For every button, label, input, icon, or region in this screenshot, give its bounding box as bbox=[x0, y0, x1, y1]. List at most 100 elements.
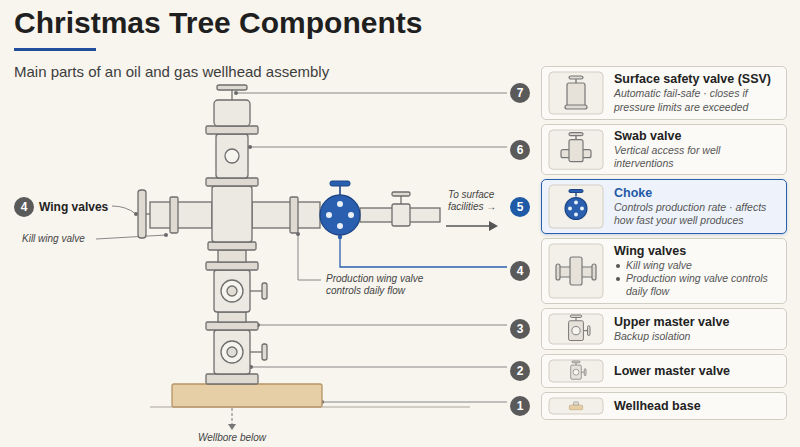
wellhead-base bbox=[172, 384, 322, 407]
icon-drawing bbox=[571, 361, 586, 379]
leader-line bbox=[322, 402, 507, 403]
icon-part bbox=[580, 207, 584, 211]
component-card: 5ChokeControls production rate · affects… bbox=[541, 179, 787, 234]
icon-part bbox=[572, 361, 580, 363]
icon-drawing bbox=[565, 76, 587, 109]
icon-drawing bbox=[569, 402, 582, 410]
icon-drawing bbox=[556, 257, 596, 285]
icon-part bbox=[574, 402, 579, 405]
component-description: Vertical access for well interventions bbox=[614, 144, 781, 170]
wellhead-tree bbox=[400, 196, 401, 204]
icon-frame bbox=[549, 360, 603, 382]
component-name: Lower master valve bbox=[614, 364, 781, 379]
icon-frame bbox=[549, 185, 603, 228]
flange bbox=[206, 374, 258, 384]
component-name: Wellhead base bbox=[614, 399, 781, 414]
icon-part bbox=[569, 190, 583, 193]
leader-line bbox=[250, 147, 507, 148]
callout-badge: 4Wing valves bbox=[14, 197, 108, 217]
component-name: Wing valves bbox=[614, 244, 781, 259]
wellhead-tree bbox=[250, 351, 262, 352]
right-wing-arm bbox=[252, 202, 320, 228]
icon-part bbox=[569, 405, 582, 410]
icon-part bbox=[556, 264, 560, 280]
choke-symbol bbox=[320, 181, 360, 235]
part-label: To surface facilities → bbox=[448, 189, 510, 213]
component-name: Swab valve bbox=[614, 129, 781, 144]
wellbore-arrow bbox=[232, 408, 233, 424]
icon-part bbox=[569, 140, 583, 162]
leader-dot bbox=[234, 91, 238, 95]
wellhead-tree bbox=[227, 286, 237, 296]
flange bbox=[206, 322, 258, 330]
bullet-item: Production wing valve controls daily flo… bbox=[614, 272, 781, 298]
icon-part bbox=[574, 213, 578, 217]
wellbore-arrow bbox=[228, 408, 236, 430]
component-icon bbox=[548, 129, 604, 170]
icon-drawing bbox=[561, 133, 591, 162]
component-card: 7Surface safety valve (SSV)Automatic fai… bbox=[541, 66, 787, 120]
component-card: 3Upper master valveBackup isolation bbox=[541, 308, 787, 350]
callout-number: 3 bbox=[510, 319, 530, 339]
icon-part bbox=[588, 326, 590, 336]
leader-line bbox=[96, 93, 507, 402]
icon-part bbox=[569, 321, 584, 341]
component-card: 4Wing valvesKill wing valveProduction wi… bbox=[541, 238, 787, 304]
spool bbox=[218, 250, 246, 262]
icon-drawing bbox=[569, 315, 590, 341]
icon-part bbox=[570, 315, 582, 317]
left-wing-arm bbox=[150, 202, 212, 228]
wellhead-tree bbox=[221, 341, 243, 363]
cross-body bbox=[212, 186, 252, 242]
choke-symbol bbox=[348, 212, 354, 218]
leader-line bbox=[258, 325, 507, 326]
flange bbox=[206, 262, 258, 270]
icon-part bbox=[573, 369, 579, 375]
component-name: Choke bbox=[614, 186, 781, 201]
leader-dot bbox=[164, 233, 168, 237]
component-description: Automatic fail-safe · closes if pressure… bbox=[614, 87, 781, 113]
wellhead-tree bbox=[262, 283, 267, 299]
callout-number: 4 bbox=[14, 197, 34, 217]
spool bbox=[218, 312, 246, 322]
flow-arrow bbox=[446, 225, 490, 227]
icon-part bbox=[584, 369, 586, 376]
callout-number: 6 bbox=[510, 140, 530, 160]
callout-number: 7 bbox=[510, 83, 530, 103]
upper-master-valve bbox=[214, 270, 250, 312]
caption: Main parts of an oil and gas wellhead as… bbox=[14, 63, 329, 80]
wellhead-tree bbox=[227, 347, 237, 357]
leader-line bbox=[236, 93, 507, 94]
component-icon bbox=[548, 397, 604, 415]
callout-number: 4 bbox=[510, 261, 530, 281]
choke-leader bbox=[338, 235, 507, 267]
callout-number: 2 bbox=[510, 361, 530, 381]
choke-symbol bbox=[326, 212, 332, 218]
choke-symbol bbox=[339, 186, 341, 195]
leader-line bbox=[112, 206, 136, 214]
wellhead-tree bbox=[138, 85, 440, 407]
wellhead-tree bbox=[231, 90, 232, 100]
wellbore-arrow bbox=[228, 424, 236, 430]
icon-part bbox=[592, 264, 596, 280]
flange bbox=[170, 197, 178, 233]
icon-frame bbox=[549, 244, 603, 298]
component-card: 6Swab valveVertical access for well inte… bbox=[541, 124, 787, 175]
component-name: Upper master valve bbox=[614, 315, 781, 330]
title: Christmas Tree Components bbox=[14, 6, 422, 41]
bullet-item: Kill wing valve bbox=[614, 259, 781, 272]
bullet-text: Production wing valve controls daily flo… bbox=[626, 272, 781, 298]
component-icon bbox=[548, 184, 604, 229]
icon-frame bbox=[549, 398, 603, 414]
icon-part bbox=[569, 76, 583, 79]
bullet-dot bbox=[616, 264, 620, 268]
component-name: Surface safety valve (SSV) bbox=[614, 72, 781, 87]
icon-frame bbox=[549, 314, 603, 344]
flow-arrow bbox=[446, 221, 498, 231]
bullet-dot bbox=[616, 277, 620, 281]
wellhead-tree bbox=[392, 192, 410, 196]
choke-symbol bbox=[330, 181, 350, 186]
icon-part bbox=[574, 201, 578, 205]
lower-master-valve bbox=[214, 330, 250, 374]
